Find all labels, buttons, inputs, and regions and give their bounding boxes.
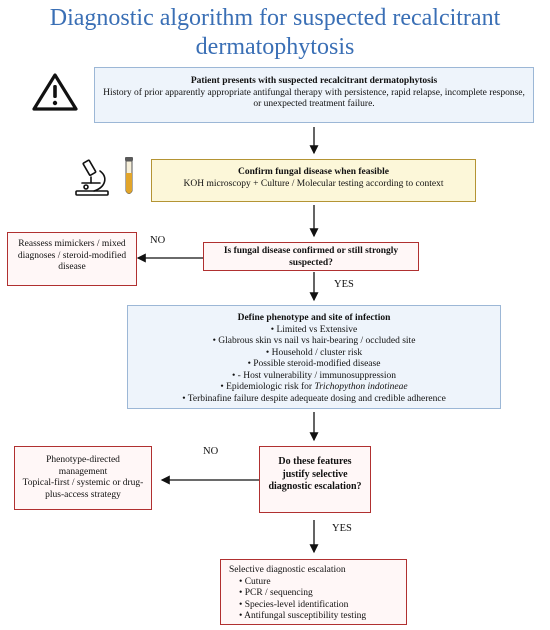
escalation-item: • Antifungal susceptibility testing	[239, 611, 367, 621]
confirm-heading: Confirm fungal disease when feasible	[238, 167, 389, 177]
warning-icon	[32, 73, 78, 111]
question-escalation: Do these features justify selective diag…	[259, 446, 371, 513]
phenotype-list: • Limited vs Extensive • Glabrous skin v…	[134, 325, 494, 406]
phenotype-item: • Terbinafine failure despite adequeate …	[182, 393, 446, 404]
label-no-1: NO	[150, 235, 166, 246]
presentation-box: Patient presents with suspected recalcit…	[94, 67, 534, 123]
phenotype-heading: Define phenotype and site of infection	[237, 313, 391, 323]
question-fungal-confirmed: Is fungal disease confirmed or still str…	[203, 242, 419, 271]
escalation-heading: Selective diagnostic escalation	[229, 565, 346, 575]
phenotype-item: • Glabrous skin vs nail vs hair-bearing …	[212, 336, 416, 346]
species-name: Trichopython indotineae	[314, 382, 408, 392]
phenotype-box: Define phenotype and site of infection •…	[127, 305, 501, 409]
presentation-text: History of prior apparently appropriate …	[103, 87, 525, 110]
diagram-title: Diagnostic algorithm for suspected recal…	[49, 5, 501, 60]
phenotype-item: • - Host vulnerability / immunosuppressi…	[231, 370, 397, 381]
escalation-box: Selective diagnostic escalation • Cuture…	[220, 559, 407, 625]
escalation-item: • Cuture	[239, 576, 271, 587]
label-yes-2: YES	[332, 523, 352, 534]
label-no-2: NO	[203, 446, 219, 457]
test-tube-icon	[125, 157, 133, 194]
management-line2: Topical-first / systemic or drug-plus-ac…	[22, 478, 144, 500]
escalation-item: • Species-level identification	[239, 599, 349, 610]
phenotype-item: • Possible steroid-modified disease	[247, 359, 381, 369]
epidemiologic-label: • Epidemiologic risk for	[220, 382, 315, 392]
management-line1: Phenotype-directed management	[46, 455, 120, 477]
escalation-list: • Cuture • PCR / sequencing • Species-le…	[229, 577, 398, 623]
microscope-icon	[75, 159, 109, 196]
confirm-text: KOH microscopy + Culture / Molecular tes…	[183, 178, 444, 189]
reassess-mimickers-box: Reassess mimickers / mixed diagnoses / s…	[7, 232, 137, 286]
phenotype-management-box: Phenotype-directed management Topical-fi…	[14, 446, 152, 510]
escalation-item: • PCR / sequencing	[239, 588, 313, 598]
label-yes-1: YES	[334, 279, 354, 290]
confirm-fungal-box: Confirm fungal disease when feasible KOH…	[151, 159, 476, 202]
phenotype-item: • Limited vs Extensive	[270, 324, 358, 335]
phenotype-item-epidemiologic: • Epidemiologic risk for Trichopython in…	[134, 382, 494, 394]
phenotype-item: • Household / cluster risk	[265, 347, 363, 358]
presentation-heading: Patient presents with suspected recalcit…	[190, 76, 438, 86]
